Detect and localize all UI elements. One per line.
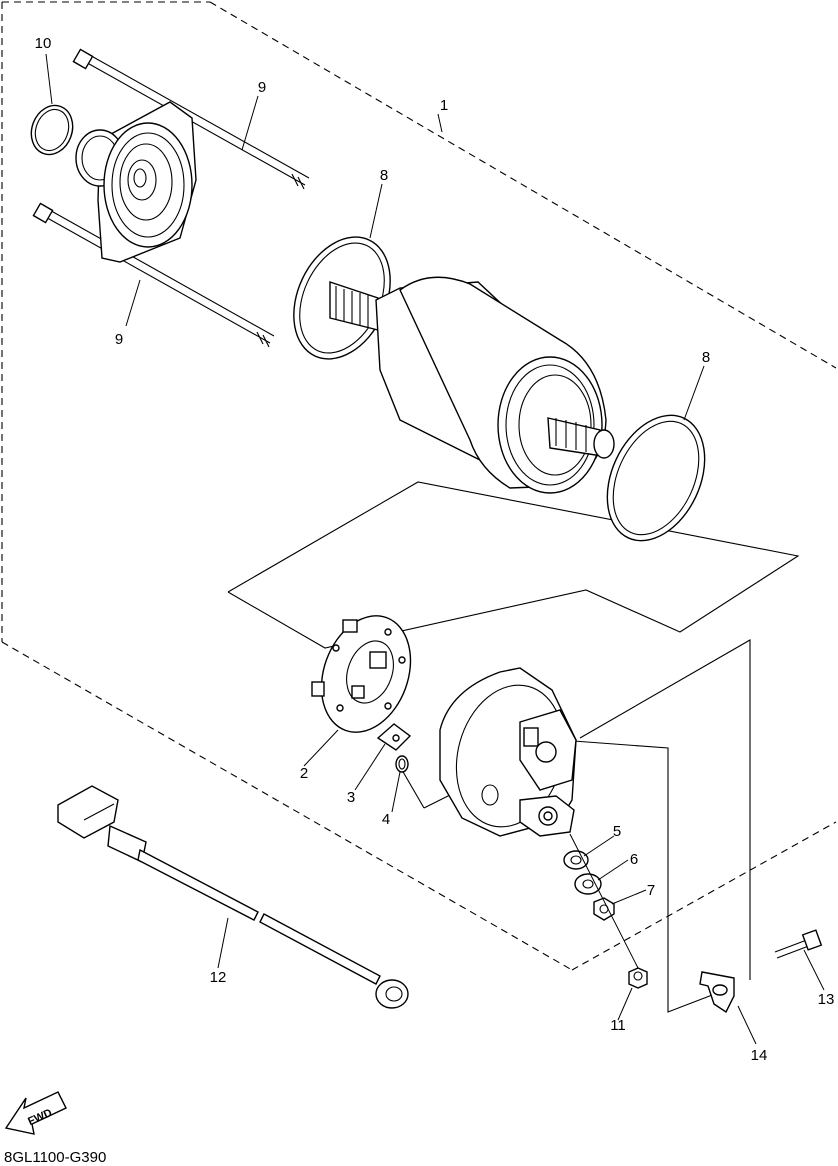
callout-11: 11 xyxy=(610,1017,626,1034)
callout-5: 5 xyxy=(613,823,621,840)
nut-11-part xyxy=(628,967,648,989)
fwd-arrow-icon: FWD xyxy=(4,1091,67,1135)
starter-cable-part xyxy=(57,785,409,1009)
nut-7-part xyxy=(593,897,615,921)
starter-yoke-part xyxy=(329,276,615,494)
o-ring-small-part xyxy=(30,104,74,156)
callout-13: 13 xyxy=(818,991,835,1008)
brush-holder-plate-part xyxy=(311,615,412,733)
callout-9-upper: 9 xyxy=(258,79,266,96)
brush-clip-part xyxy=(376,723,412,751)
callout-3: 3 xyxy=(347,789,355,806)
callout-8-upper: 8 xyxy=(380,167,388,184)
through-bolt-lower-part xyxy=(32,202,275,348)
rear-cover-part xyxy=(439,667,577,837)
callout-labels: 1 2 3 4 5 6 7 8 8 9 9 10 11 12 13 14 xyxy=(35,35,835,1064)
washer-6-part xyxy=(574,873,602,895)
callout-1: 1 xyxy=(440,97,448,114)
callout-4: 4 xyxy=(382,811,390,828)
washer-5-part xyxy=(563,850,589,870)
terminal-bracket-part xyxy=(699,971,735,1014)
o-ring-lower-part xyxy=(606,414,706,542)
bolt-13-part xyxy=(774,929,823,959)
drawing-code: 8GL1100-G390 xyxy=(4,1149,106,1166)
assembly-boundary-dashed xyxy=(1,1,837,971)
through-bolt-upper-part xyxy=(72,48,310,190)
front-cover-part xyxy=(75,101,197,263)
leader-lines xyxy=(45,53,825,1045)
small-washer-part xyxy=(395,755,409,773)
callout-8-lower: 8 xyxy=(702,349,710,366)
callout-2: 2 xyxy=(300,765,308,782)
callout-7: 7 xyxy=(647,882,655,899)
callout-9-lower: 9 xyxy=(115,331,123,348)
callout-12: 12 xyxy=(210,969,227,986)
callout-14: 14 xyxy=(751,1047,768,1064)
callout-10: 10 xyxy=(35,35,52,52)
callout-6: 6 xyxy=(630,851,638,868)
